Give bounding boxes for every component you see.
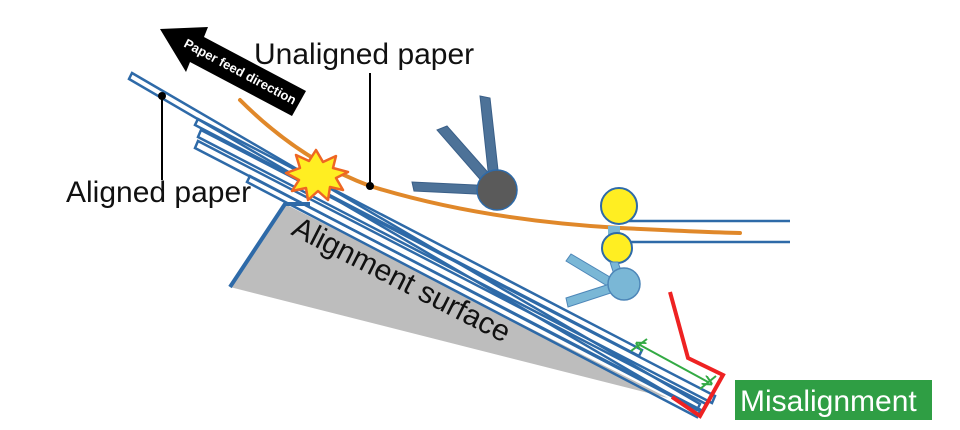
feed-path-guides	[628, 219, 790, 244]
misalignment-arrow	[630, 338, 717, 390]
feed-roller-lower	[601, 232, 633, 264]
misalignment-badge: Misalignment	[735, 380, 932, 420]
feed-roller-upper	[600, 187, 638, 225]
collision-burst-icon	[284, 148, 350, 202]
alignment-surface-fill	[230, 204, 668, 398]
lower-roller	[607, 267, 641, 301]
feed-roller-pair	[600, 187, 638, 264]
unaligned-paper-sheet	[238, 98, 742, 235]
leader-lines	[158, 73, 374, 190]
paper-sheet	[196, 128, 717, 405]
misalignment-label: Misalignment	[740, 385, 917, 418]
pressure-roller-assembly	[411, 95, 518, 211]
stopper-icon	[668, 291, 726, 419]
unaligned-paper-label: Unaligned paper	[254, 38, 474, 71]
pressure-roller	[476, 169, 518, 211]
lower-roller-assembly	[565, 253, 641, 308]
aligned-paper-label: Aligned paper	[66, 176, 251, 209]
misalignment-badge-bg	[735, 380, 932, 420]
paper-sheet	[245, 174, 702, 419]
